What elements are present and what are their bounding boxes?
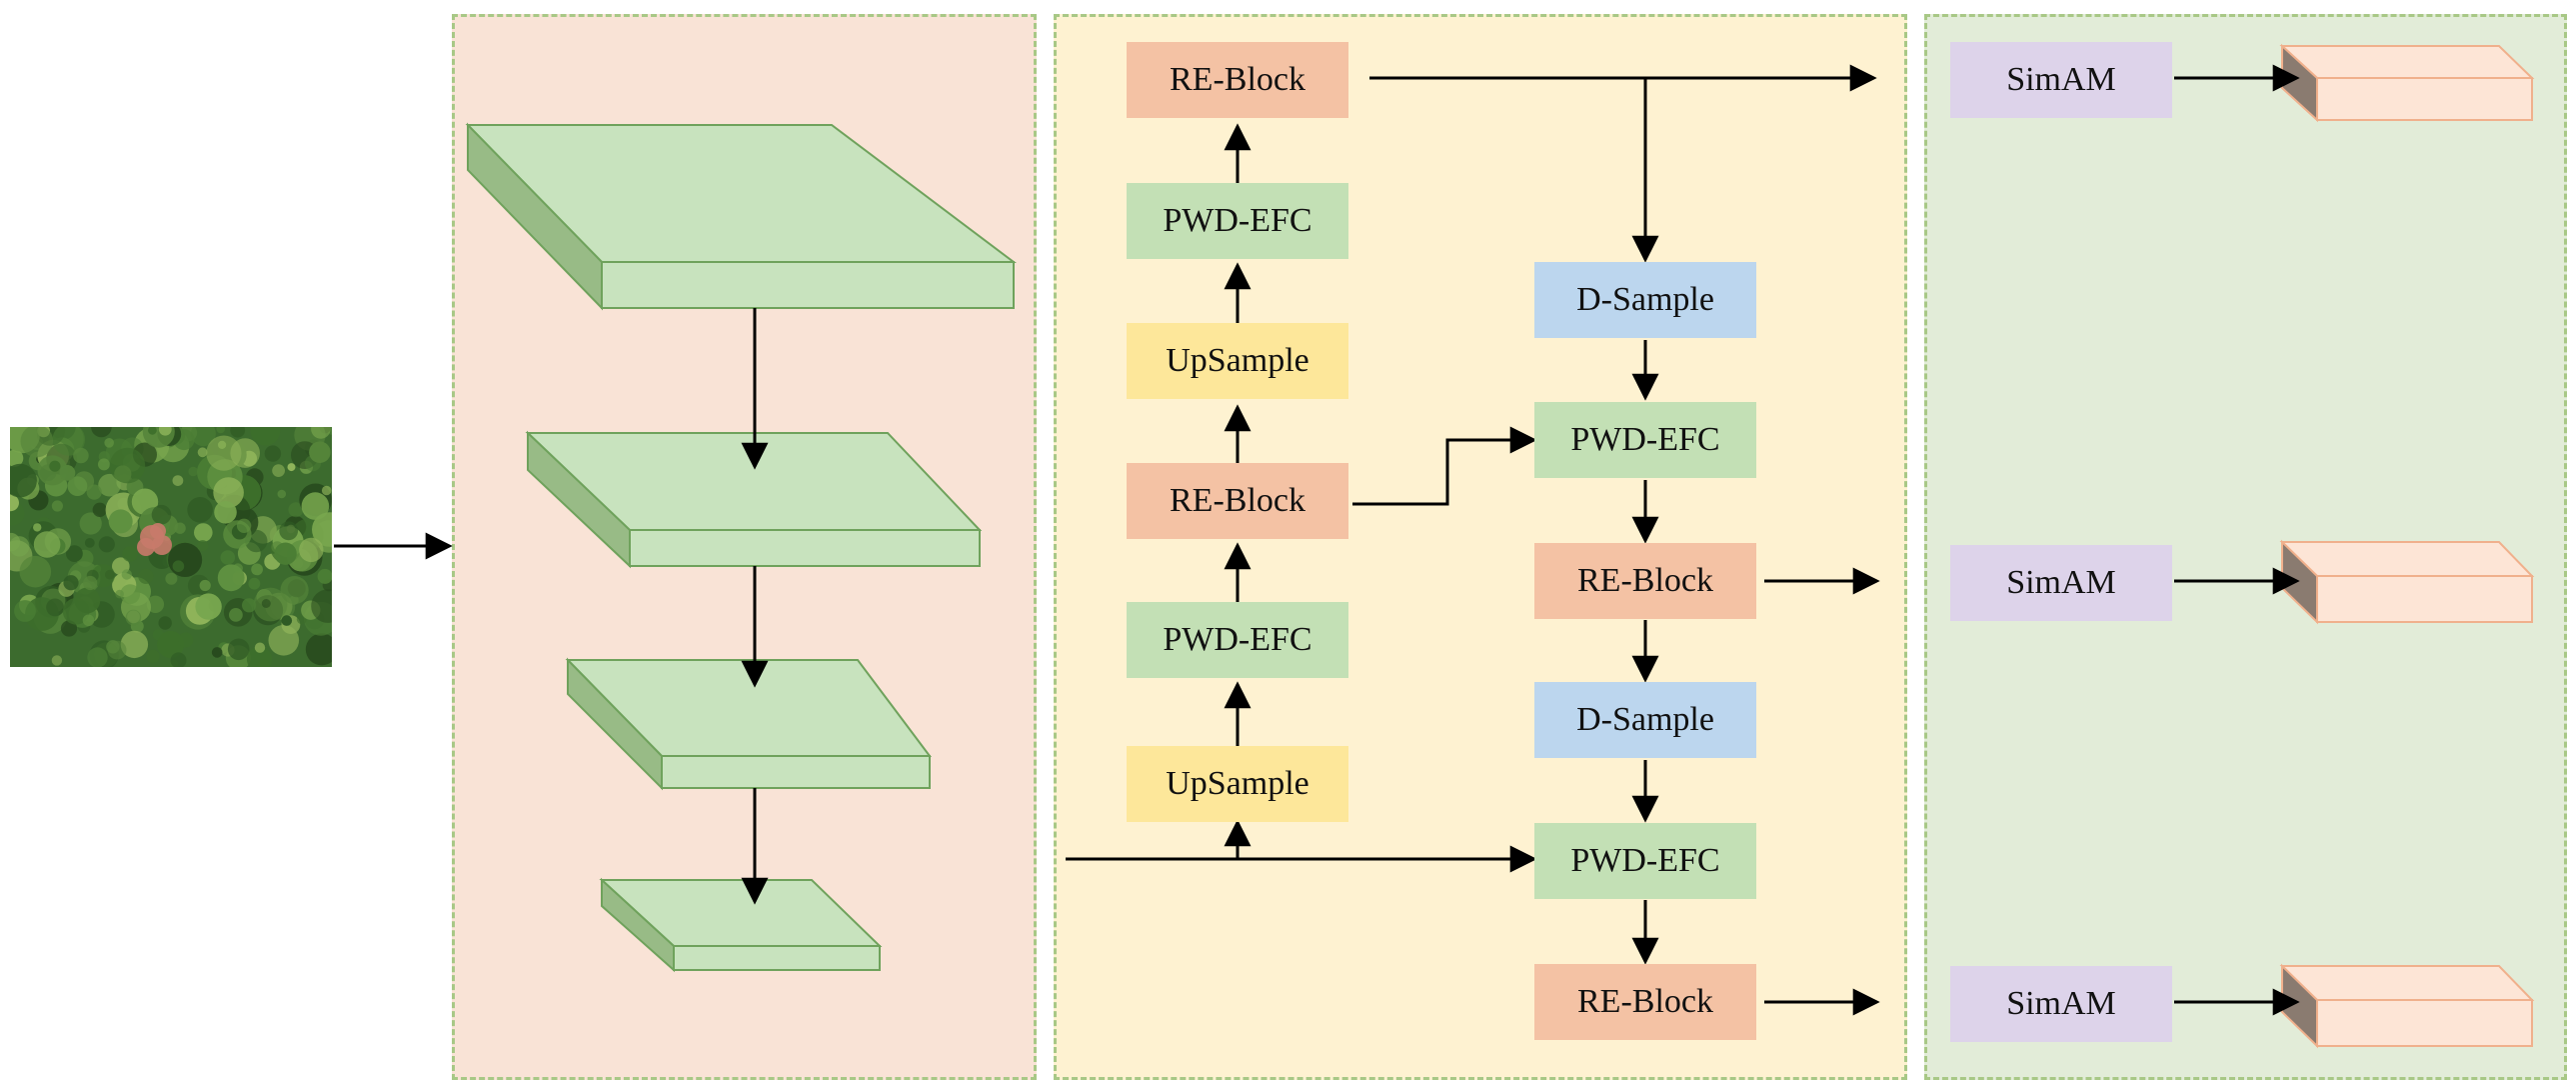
upsample-top-label: UpSample (1166, 342, 1309, 379)
upsample-bottom-label: UpSample (1166, 765, 1309, 802)
backbone-layer-4 (599, 877, 883, 973)
pwd-efc-mid-label: PWD-EFC (1163, 621, 1312, 658)
re-block-mid: RE-Block (1127, 463, 1348, 539)
d-sample-bottom-label: D-Sample (1576, 701, 1714, 738)
re-block-mid-label: RE-Block (1170, 482, 1305, 519)
upsample-top: UpSample (1127, 323, 1348, 399)
re-block-right-mid: RE-Block (1534, 543, 1756, 619)
d-sample-bottom: D-Sample (1534, 682, 1756, 758)
forest-canopy-aerial-photo (10, 427, 332, 667)
d-sample-top-label: D-Sample (1576, 281, 1714, 318)
pwd-efc-right-top: PWD-EFC (1534, 402, 1756, 478)
backbone-layer-2 (525, 430, 983, 569)
simam-top-label: SimAM (2006, 61, 2116, 98)
d-sample-top: D-Sample (1534, 262, 1756, 338)
output-block-bottom (2279, 963, 2535, 1049)
output-block-mid (2279, 539, 2535, 625)
simam-bottom: SimAM (1950, 966, 2172, 1042)
simam-mid-label: SimAM (2006, 564, 2116, 601)
simam-mid: SimAM (1950, 545, 2172, 621)
forest-canopy-image (10, 427, 332, 667)
pwd-efc-right-top-label: PWD-EFC (1570, 421, 1720, 458)
simam-top: SimAM (1950, 42, 2172, 118)
re-block-right-mid-label: RE-Block (1577, 562, 1713, 599)
re-block-right-bottom: RE-Block (1534, 964, 1756, 1040)
simam-bottom-label: SimAM (2006, 985, 2116, 1022)
pwd-efc-right-bottom: PWD-EFC (1534, 823, 1756, 899)
pwd-efc-top: PWD-EFC (1127, 183, 1348, 259)
upsample-bottom: UpSample (1127, 746, 1348, 822)
re-block-right-bottom-label: RE-Block (1577, 983, 1713, 1020)
re-block-top: RE-Block (1127, 42, 1348, 118)
backbone-layer-3 (565, 657, 932, 791)
re-block-top-label: RE-Block (1170, 61, 1305, 98)
pwd-efc-mid: PWD-EFC (1127, 602, 1348, 678)
backbone-layer-1 (465, 122, 1017, 311)
pwd-efc-top-label: PWD-EFC (1163, 202, 1312, 239)
output-block-top (2279, 43, 2535, 123)
pwd-efc-right-bottom-label: PWD-EFC (1570, 842, 1720, 879)
arrow-re-mid-to-pwd-top-right (1352, 426, 1537, 506)
